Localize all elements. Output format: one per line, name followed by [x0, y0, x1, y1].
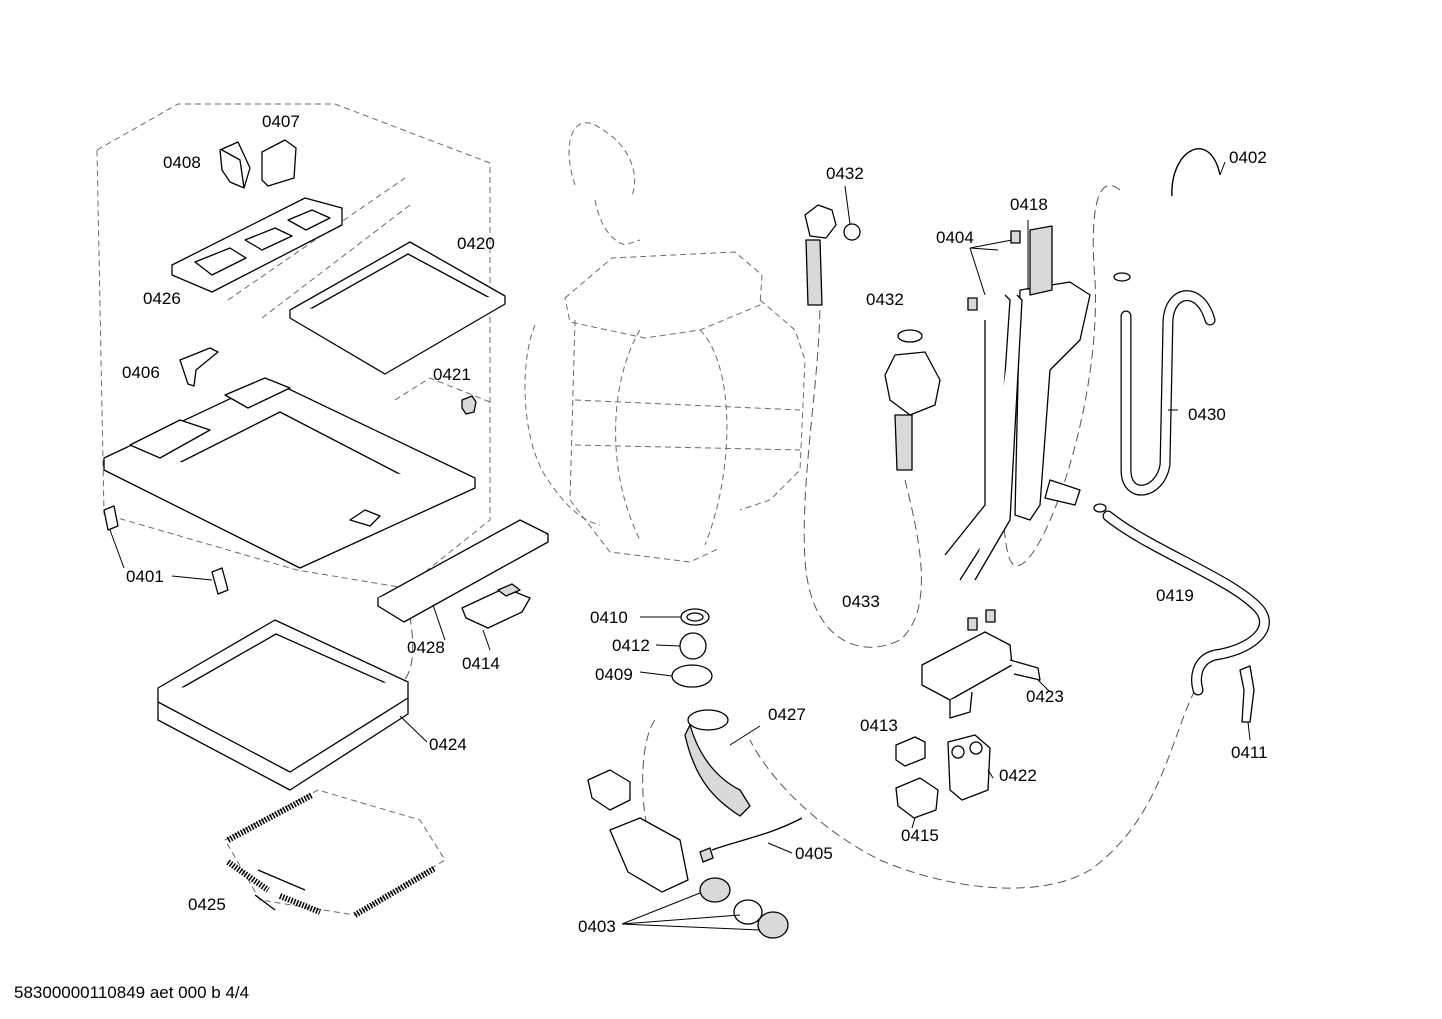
- part-0433-hose-connector: [884, 329, 941, 471]
- part-0422-valve: [947, 734, 991, 801]
- callout-0427: 0427: [768, 705, 806, 724]
- part-0413-filter: [895, 736, 926, 767]
- callout-0401: 0401: [126, 567, 164, 586]
- part-0404-plugs: [967, 230, 1021, 631]
- callout-0412: 0412: [612, 636, 650, 655]
- callout-labels: 0407 0408 0420 0426 0406 0421 0401 0428 …: [122, 112, 1268, 936]
- part-0408-handle: [219, 141, 251, 189]
- callout-0426: 0426: [143, 289, 181, 308]
- part-0420-tray: [289, 241, 506, 375]
- part-0401-clip-b: [211, 567, 229, 595]
- part-0406-latch: [179, 347, 219, 387]
- part-0418-harness: [944, 225, 1091, 581]
- part-0426-drawer-frame: [171, 197, 343, 293]
- part-0424-gasket: [157, 619, 409, 791]
- document-reference: 58300000110849 aet 000 b 4/4: [14, 983, 249, 1002]
- part-0425-springs: [224, 789, 446, 918]
- part-0421-screw: [461, 395, 477, 415]
- part-0414-lock: [461, 583, 531, 629]
- callout-0428: 0428: [407, 638, 445, 657]
- callout-0410: 0410: [590, 608, 628, 627]
- part-0402-bracket: [1171, 148, 1221, 197]
- part-0411-clip: [1239, 665, 1255, 723]
- callout-0402: 0402: [1229, 148, 1267, 167]
- part-0428-rail: [377, 519, 549, 623]
- callout-0421: 0421: [433, 365, 471, 384]
- callout-0420: 0420: [457, 234, 495, 253]
- callout-0423: 0423: [1026, 687, 1064, 706]
- callout-0409: 0409: [595, 665, 633, 684]
- callout-0419: 0419: [1156, 586, 1194, 605]
- callout-0411: 0411: [1231, 743, 1268, 762]
- part-0401-clip-a: [103, 505, 119, 531]
- part-0432-elbow: [804, 204, 861, 306]
- callout-0408: 0408: [163, 153, 201, 172]
- callout-0418: 0418: [1010, 195, 1048, 214]
- part-0412-ball: [679, 632, 707, 660]
- cabinet-top-outline: [96, 103, 491, 589]
- callout-0415: 0415: [901, 826, 939, 845]
- part-0419-hose: [1093, 503, 1270, 696]
- part-0427-sump-hose: [684, 709, 751, 817]
- part-0403-pump: [587, 769, 789, 939]
- part-0409-cap: [671, 664, 713, 688]
- callout-0433: 0433: [842, 592, 880, 611]
- part-0423-holder: [921, 631, 1041, 719]
- callout-0422: 0422: [999, 766, 1037, 785]
- callout-0414: 0414: [462, 654, 500, 673]
- callout-0404: 0404: [936, 228, 974, 247]
- callout-0407: 0407: [262, 112, 300, 131]
- callout-0405: 0405: [795, 844, 833, 863]
- tub-outline: [524, 122, 806, 563]
- callout-0403: 0403: [578, 917, 616, 936]
- part-0430-hose: [1113, 272, 1216, 496]
- part-0410-ring: [680, 608, 710, 626]
- callout-0425: 0425: [188, 895, 226, 914]
- callout-0413: 0413: [860, 716, 898, 735]
- part-top-frame: [103, 377, 476, 569]
- part-0407-cover: [261, 139, 297, 187]
- leader-lines: [109, 161, 1251, 931]
- callout-0430: 0430: [1188, 405, 1226, 424]
- callout-0432-top: 0432: [826, 164, 864, 183]
- callout-0424: 0424: [429, 735, 467, 754]
- part-0405-small-hose: [699, 817, 803, 863]
- callout-0406: 0406: [122, 363, 160, 382]
- part-0415-suppressor: [895, 777, 939, 819]
- callout-0432-mid: 0432: [866, 290, 904, 309]
